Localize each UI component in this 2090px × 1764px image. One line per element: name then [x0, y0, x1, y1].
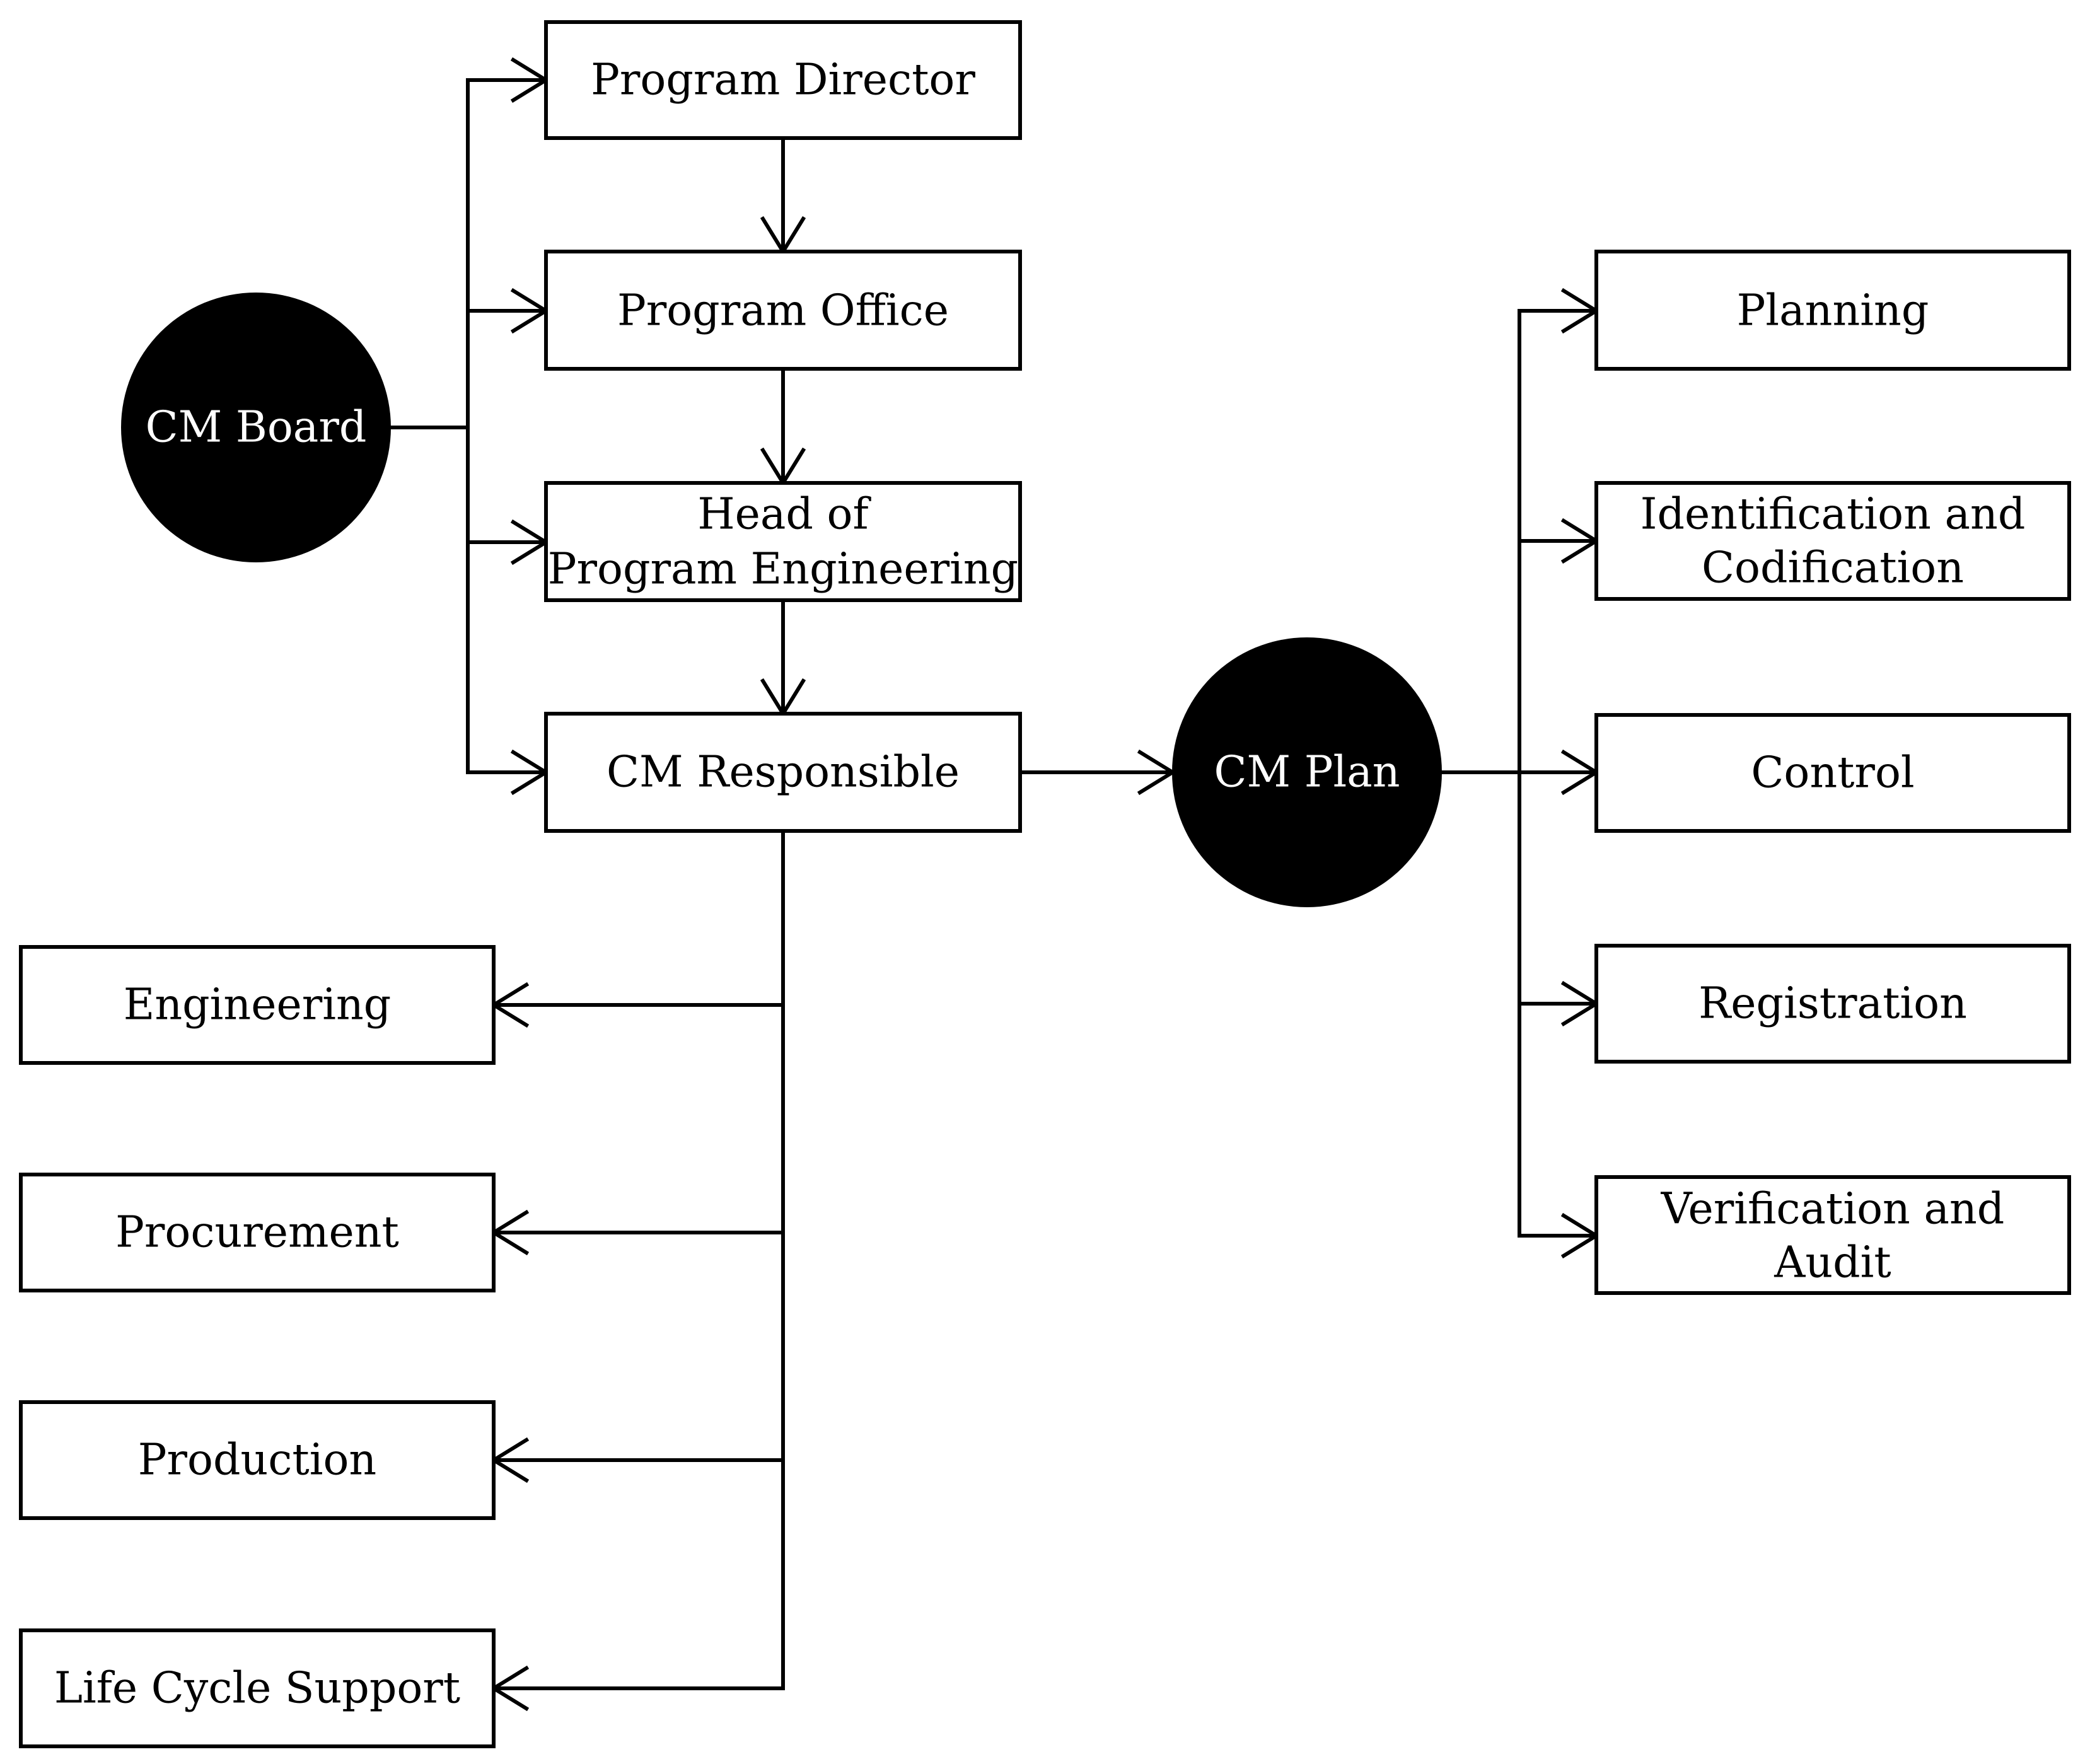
node-cm-responsible-label: CM Responsible: [607, 748, 960, 798]
node-identification-line2: Codification: [1702, 543, 1964, 593]
node-program-director-label: Program Director: [591, 55, 975, 105]
node-engineering: Engineering: [19, 945, 496, 1065]
node-registration: Registration: [1594, 944, 2071, 1064]
node-production: Production: [19, 1400, 496, 1520]
node-planning-label: Planning: [1737, 286, 1929, 336]
node-registration-label: Registration: [1698, 979, 1967, 1029]
node-identification-codification: Identification and Codification: [1594, 481, 2071, 601]
node-head-program-engineering: Head of Program Engineering: [544, 481, 1022, 602]
node-life-cycle-support: Life Cycle Support: [19, 1628, 496, 1748]
node-cm-plan: CM Plan: [1172, 637, 1442, 907]
node-planning: Planning: [1594, 250, 2071, 371]
node-production-label: Production: [138, 1436, 376, 1485]
node-engineering-label: Engineering: [124, 980, 392, 1030]
node-head-program-engineering-line2: Program Engineering: [548, 545, 1018, 595]
node-verification-line1: Verification and: [1661, 1185, 2005, 1234]
node-verification-audit: Verification and Audit: [1594, 1175, 2071, 1295]
node-program-director: Program Director: [544, 20, 1022, 140]
node-verification-line2: Audit: [1774, 1238, 1891, 1288]
node-cm-responsible: CM Responsible: [544, 712, 1022, 833]
node-cm-board-label: CM Board: [146, 403, 367, 453]
node-identification-line1: Identification and: [1640, 490, 2026, 540]
node-control-label: Control: [1751, 748, 1914, 798]
node-control: Control: [1594, 713, 2071, 833]
node-cm-board: CM Board: [121, 293, 391, 562]
node-program-office: Program Office: [544, 250, 1022, 371]
node-head-program-engineering-line1: Head of: [697, 490, 871, 540]
edges: [389, 57, 1600, 1712]
node-life-cycle-support-label: Life Cycle Support: [54, 1664, 460, 1714]
node-procurement-label: Procurement: [115, 1208, 399, 1258]
node-cm-plan-label: CM Plan: [1214, 748, 1400, 798]
node-procurement: Procurement: [19, 1173, 496, 1292]
node-program-office-label: Program Office: [617, 286, 949, 336]
